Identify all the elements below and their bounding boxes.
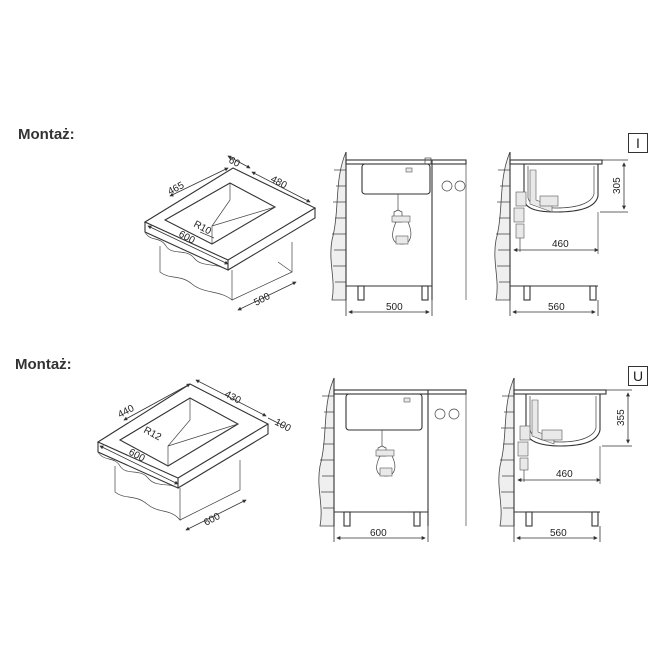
front-view-2 — [318, 377, 467, 542]
iso-dim-2-c: 440 — [116, 403, 136, 421]
side-height-1: 305 — [612, 177, 623, 194]
side-height-2: 355 — [616, 409, 627, 426]
iso-dim-2-radius: R12 — [142, 425, 164, 444]
side-depth-2: 460 — [556, 469, 573, 480]
iso-dim-1-e: 500 — [252, 291, 272, 309]
section-2-heading: Montaż: — [15, 356, 72, 373]
iso-dim-2-a: 430 — [223, 389, 243, 407]
iso-cutout-drawing-1 — [143, 155, 317, 311]
iso-dim-1-c: 465 — [166, 180, 186, 198]
side-view-1 — [494, 151, 628, 316]
iso-dim-1-b: 480 — [269, 174, 289, 192]
iso-dim-2-b: 100 — [273, 417, 293, 435]
side-depth-1: 460 — [552, 239, 569, 250]
front-view-1 — [330, 151, 467, 316]
iso-cutout-drawing-2 — [96, 379, 285, 531]
side-width-2: 560 — [550, 528, 567, 539]
section-1-heading: Montaż: — [18, 126, 75, 143]
side-width-1: 560 — [548, 302, 565, 313]
side-view-2 — [498, 377, 632, 542]
front-width-1: 500 — [386, 302, 403, 313]
variant-badge-i: I — [628, 133, 648, 153]
front-width-2: 600 — [370, 528, 387, 539]
variant-badge-u: U — [628, 366, 648, 386]
iso-dim-1-a: 60 — [227, 155, 242, 170]
